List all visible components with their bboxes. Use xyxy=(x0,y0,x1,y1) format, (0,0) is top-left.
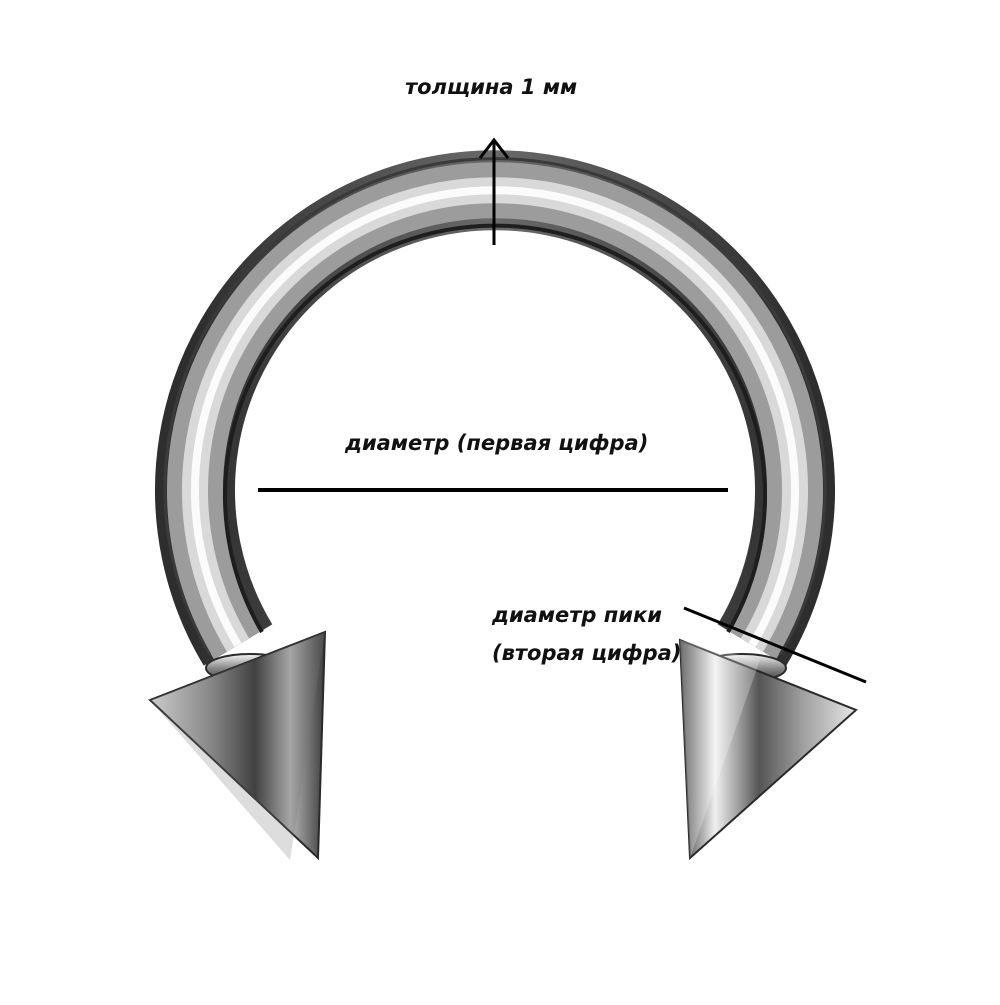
spike-diameter-label-line2: (вторая цифра) xyxy=(492,641,682,665)
right-spike xyxy=(678,638,858,861)
spike-diameter-measure-line xyxy=(683,606,867,684)
diameter-label: диаметр (первая цифра) xyxy=(345,431,649,455)
up-arrow-icon xyxy=(478,137,510,245)
left-spike xyxy=(148,630,327,861)
thickness-label: толщина 1 мм xyxy=(405,75,578,99)
spike-diameter-label-line1: диаметр пики xyxy=(492,603,662,627)
